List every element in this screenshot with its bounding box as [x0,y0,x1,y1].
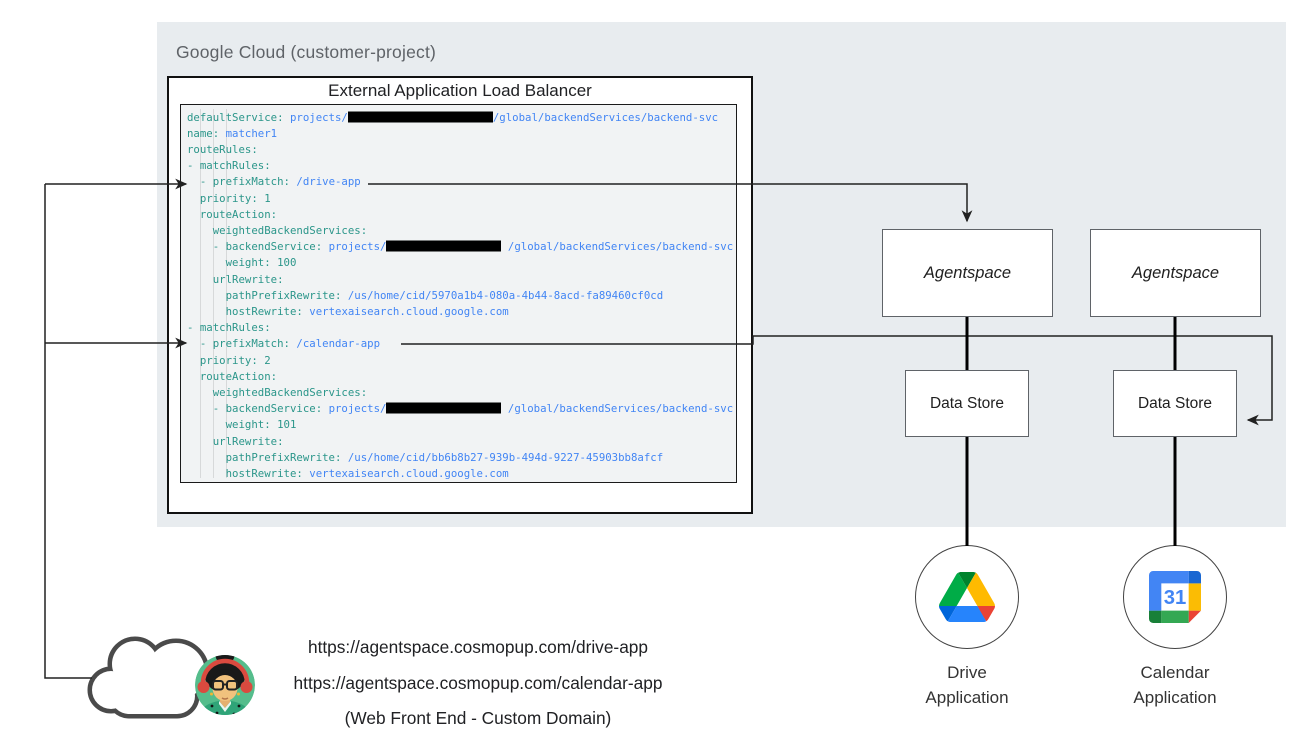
code-line: routeAction: [187,369,278,383]
code-line: routeAction: [187,207,278,221]
frontend-text-block: https://agentspace.cosmopup.com/drive-ap… [258,630,698,733]
code-line: - matchRules: [187,321,271,335]
code-line: - matchRules: [187,159,271,173]
code-line: hostRewrite: vertexaisearch.cloud.google… [187,466,509,480]
indent-guide [213,109,214,478]
redacted-project-id [347,111,493,122]
code-line: - prefixMatch: /calendar-app [187,337,381,351]
code-line: - prefixMatch: /drive-app [187,175,361,189]
code-line: routeRules: [187,142,258,156]
code-line: name: matcher1 [187,126,278,140]
agentspace-box-calendar: Agentspace [1090,229,1261,317]
code-line: pathPrefixRewrite: /us/home/cid/bb6b8b27… [187,450,664,464]
code-line: - backendService: projects/ /global/back… [187,402,734,416]
code-line: priority: 2 [187,353,271,367]
frontend-url-calendar: https://agentspace.cosmopup.com/calendar… [293,672,663,693]
code-line: hostRewrite: vertexaisearch.cloud.google… [187,304,509,318]
indent-guide [200,109,201,478]
frontend-caption: (Web Front End - Custom Domain) [344,708,612,728]
connector-user-trunk [44,184,92,679]
drive-application-label: Drive Application [925,663,1009,707]
data-store-box-drive: Data Store [905,370,1029,437]
cloud-icon [87,636,210,719]
code-line: priority: 1 [187,191,271,205]
google-drive-icon [939,572,995,622]
agentspace-box-drive: Agentspace [882,229,1053,317]
url-map-code-block: defaultService: projects//global/backend… [180,104,737,483]
code-line: weightedBackendServices: [187,223,368,237]
code-line: urlRewrite: [187,272,284,286]
svg-text:31: 31 [1164,587,1187,609]
code-line: urlRewrite: [187,434,284,448]
google-calendar-icon: 31 [1149,571,1201,623]
code-line: weight: 100 [187,256,297,270]
code-line: pathPrefixRewrite: /us/home/cid/5970a1b4… [187,288,664,302]
frontend-url-drive: https://agentspace.cosmopup.com/drive-ap… [307,637,649,657]
code-line: weightedBackendServices: [187,385,368,399]
load-balancer-title: External Application Load Balancer [328,81,592,100]
code-lines: defaultService: projects//global/backend… [187,110,734,483]
code-line: - backendService: projects/ /global/back… [187,240,734,254]
redacted-project-id [386,402,502,414]
code-line: weight: 101 [187,418,297,432]
code-line: defaultService: projects//global/backend… [187,110,719,124]
calendar-application-label: Calendar Application [1133,663,1217,707]
indent-guide [226,109,227,478]
data-store-box-calendar: Data Store [1113,370,1237,437]
redacted-project-id [386,240,502,252]
web-frontend-art [87,636,255,719]
google-cloud-panel-label: Google Cloud (customer-project) [176,42,437,62]
calendar-application-node: 31 [1123,545,1227,649]
drive-application-node [915,545,1019,649]
